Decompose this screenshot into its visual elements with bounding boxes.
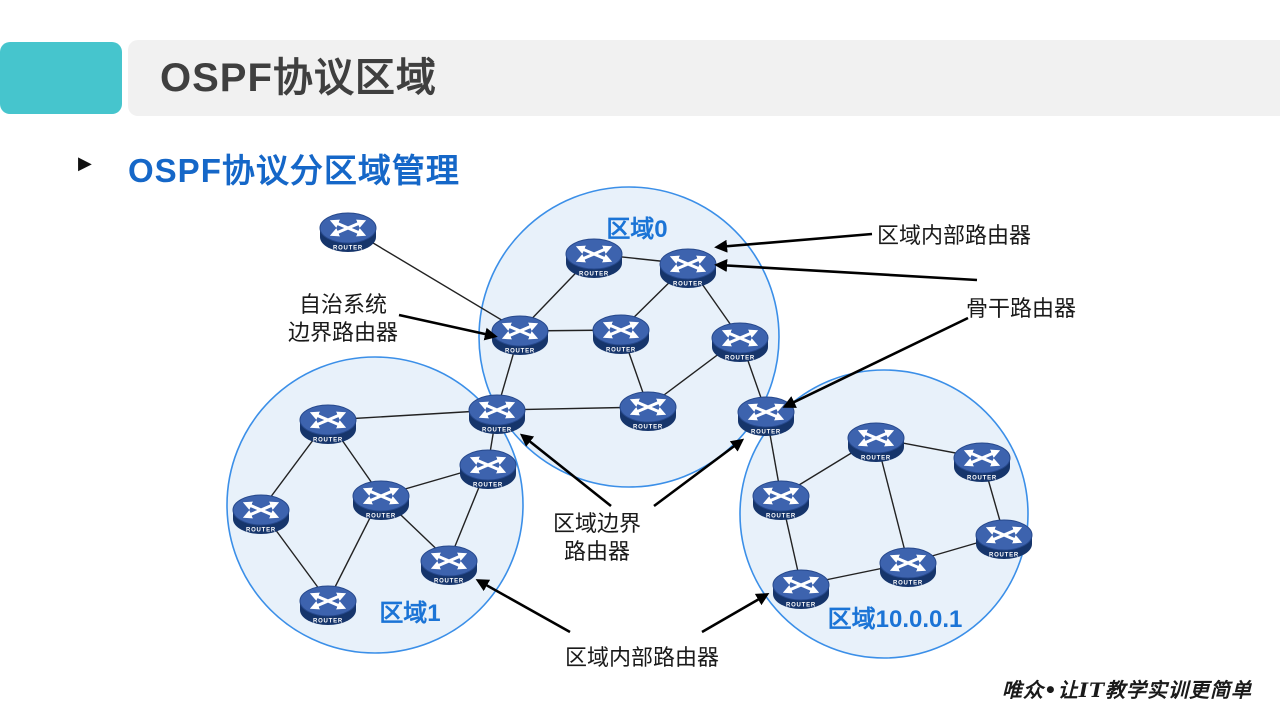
router-node-B4 — [976, 520, 1032, 559]
arrow-internal-top-to-Z2 — [714, 232, 873, 253]
label-asbr-line1: 自治系统 — [299, 292, 387, 317]
label-asbr-line2: 边界路由器 — [288, 320, 398, 345]
router-node-B2 — [954, 443, 1010, 482]
router-node-B1 — [848, 423, 904, 462]
label-internal-router-bottom: 区域内部路由器 — [565, 645, 719, 670]
arrow-asbr-to-Z3 — [398, 313, 498, 341]
area-label-area-0: 区域0 — [606, 216, 667, 243]
bullet-heading: OSPF协议分区域管理 — [128, 152, 460, 189]
title-bar: OSPF协议区域 — [128, 40, 1280, 116]
router-node-A4 — [233, 495, 289, 534]
router-node-A2 — [460, 450, 516, 489]
label-abr-line2: 路由器 — [564, 539, 630, 564]
router-node-Z1 — [566, 239, 622, 278]
router-node-Z5 — [712, 323, 768, 362]
accent-block — [0, 42, 122, 114]
router-node-R7 — [469, 395, 525, 434]
router-node-B3 — [753, 481, 809, 520]
arrow-backbone-to-R8 — [782, 316, 969, 408]
arrow-internal-bottom-to-A5 — [475, 579, 571, 634]
arrow-abr-to-R7 — [519, 433, 612, 508]
router-node-A6 — [300, 586, 356, 625]
area-border-area-10-0-0-1 — [739, 369, 1029, 659]
label-internal-router-top: 区域内部路由器 — [877, 223, 1031, 248]
router-node-Z2 — [660, 249, 716, 288]
router-node-A1 — [300, 405, 356, 444]
router-node-A5 — [421, 546, 477, 585]
brand-watermark: 唯众•让IT教学实训更简单 — [1001, 678, 1252, 702]
router-node-Z6 — [620, 392, 676, 431]
page-title: OSPF协议区域 — [160, 56, 437, 100]
router-node-B6 — [773, 570, 829, 609]
link-E1-Z3 — [347, 227, 521, 332]
arrow-backbone-to-Z2 — [714, 259, 978, 282]
label-backbone-router: 骨干路由器 — [966, 296, 1076, 321]
router-node-Z4 — [593, 315, 649, 354]
area-border-area-0 — [478, 186, 780, 488]
area-border-area-1 — [226, 356, 524, 654]
bullet-triangle-icon: ▶ — [78, 153, 92, 173]
router-node-A3 — [353, 481, 409, 520]
area-label-area-1: 区域1 — [379, 600, 440, 627]
router-node-E1 — [320, 213, 376, 252]
router-node-B5 — [880, 548, 936, 587]
arrow-internal-bottom-to-B6 — [701, 593, 770, 634]
arrow-abr-to-R8 — [653, 438, 745, 508]
router-node-Z3 — [492, 316, 548, 355]
router-node-R8 — [738, 397, 794, 436]
area-label-area-10-0-0-1: 区域10.0.0.1 — [828, 606, 963, 633]
label-abr-line1: 区域边界 — [553, 511, 641, 536]
